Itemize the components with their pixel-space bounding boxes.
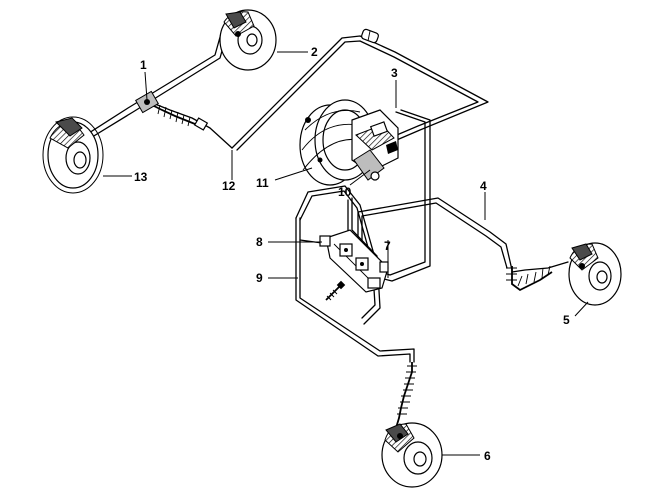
brake-line-4: [357, 197, 513, 271]
brake-rotor-5: [568, 242, 622, 306]
callout-12: 12: [222, 179, 236, 193]
brake-rotor-13: [42, 116, 104, 194]
tee-fitting-1: [135, 90, 159, 114]
brake-rotor-6: [381, 422, 443, 488]
brake-line-5-flex: [511, 261, 569, 273]
master-cylinder: [351, 109, 399, 181]
callout-6: 6: [484, 449, 491, 463]
front-cross-line: [77, 19, 236, 143]
callout-5: 5: [563, 313, 570, 327]
callout-11: 11: [256, 176, 269, 190]
callout-7: 7: [384, 239, 391, 253]
leader-lines: [103, 51, 589, 456]
right-flex-hose: [506, 265, 553, 292]
callout-9: 9: [256, 271, 263, 285]
callout-1: 1: [140, 58, 147, 72]
callout-4: 4: [480, 179, 487, 193]
callout-2: 2: [311, 45, 318, 59]
line-union-top: [361, 28, 379, 44]
line-union-12: [193, 117, 209, 131]
rear-flex-hose: [395, 362, 417, 429]
callout-10: 10: [338, 185, 352, 199]
brake-line-1: [149, 101, 233, 149]
brake-line-12: [231, 35, 489, 151]
brake-line-9: [295, 217, 415, 363]
callout-3: 3: [391, 66, 398, 80]
callout-13: 13: [134, 170, 148, 184]
mounting-bolt: [325, 280, 346, 301]
callout-8: 8: [256, 235, 263, 249]
combination-valve: [319, 229, 389, 293]
brake-rotor-2: [219, 9, 277, 71]
